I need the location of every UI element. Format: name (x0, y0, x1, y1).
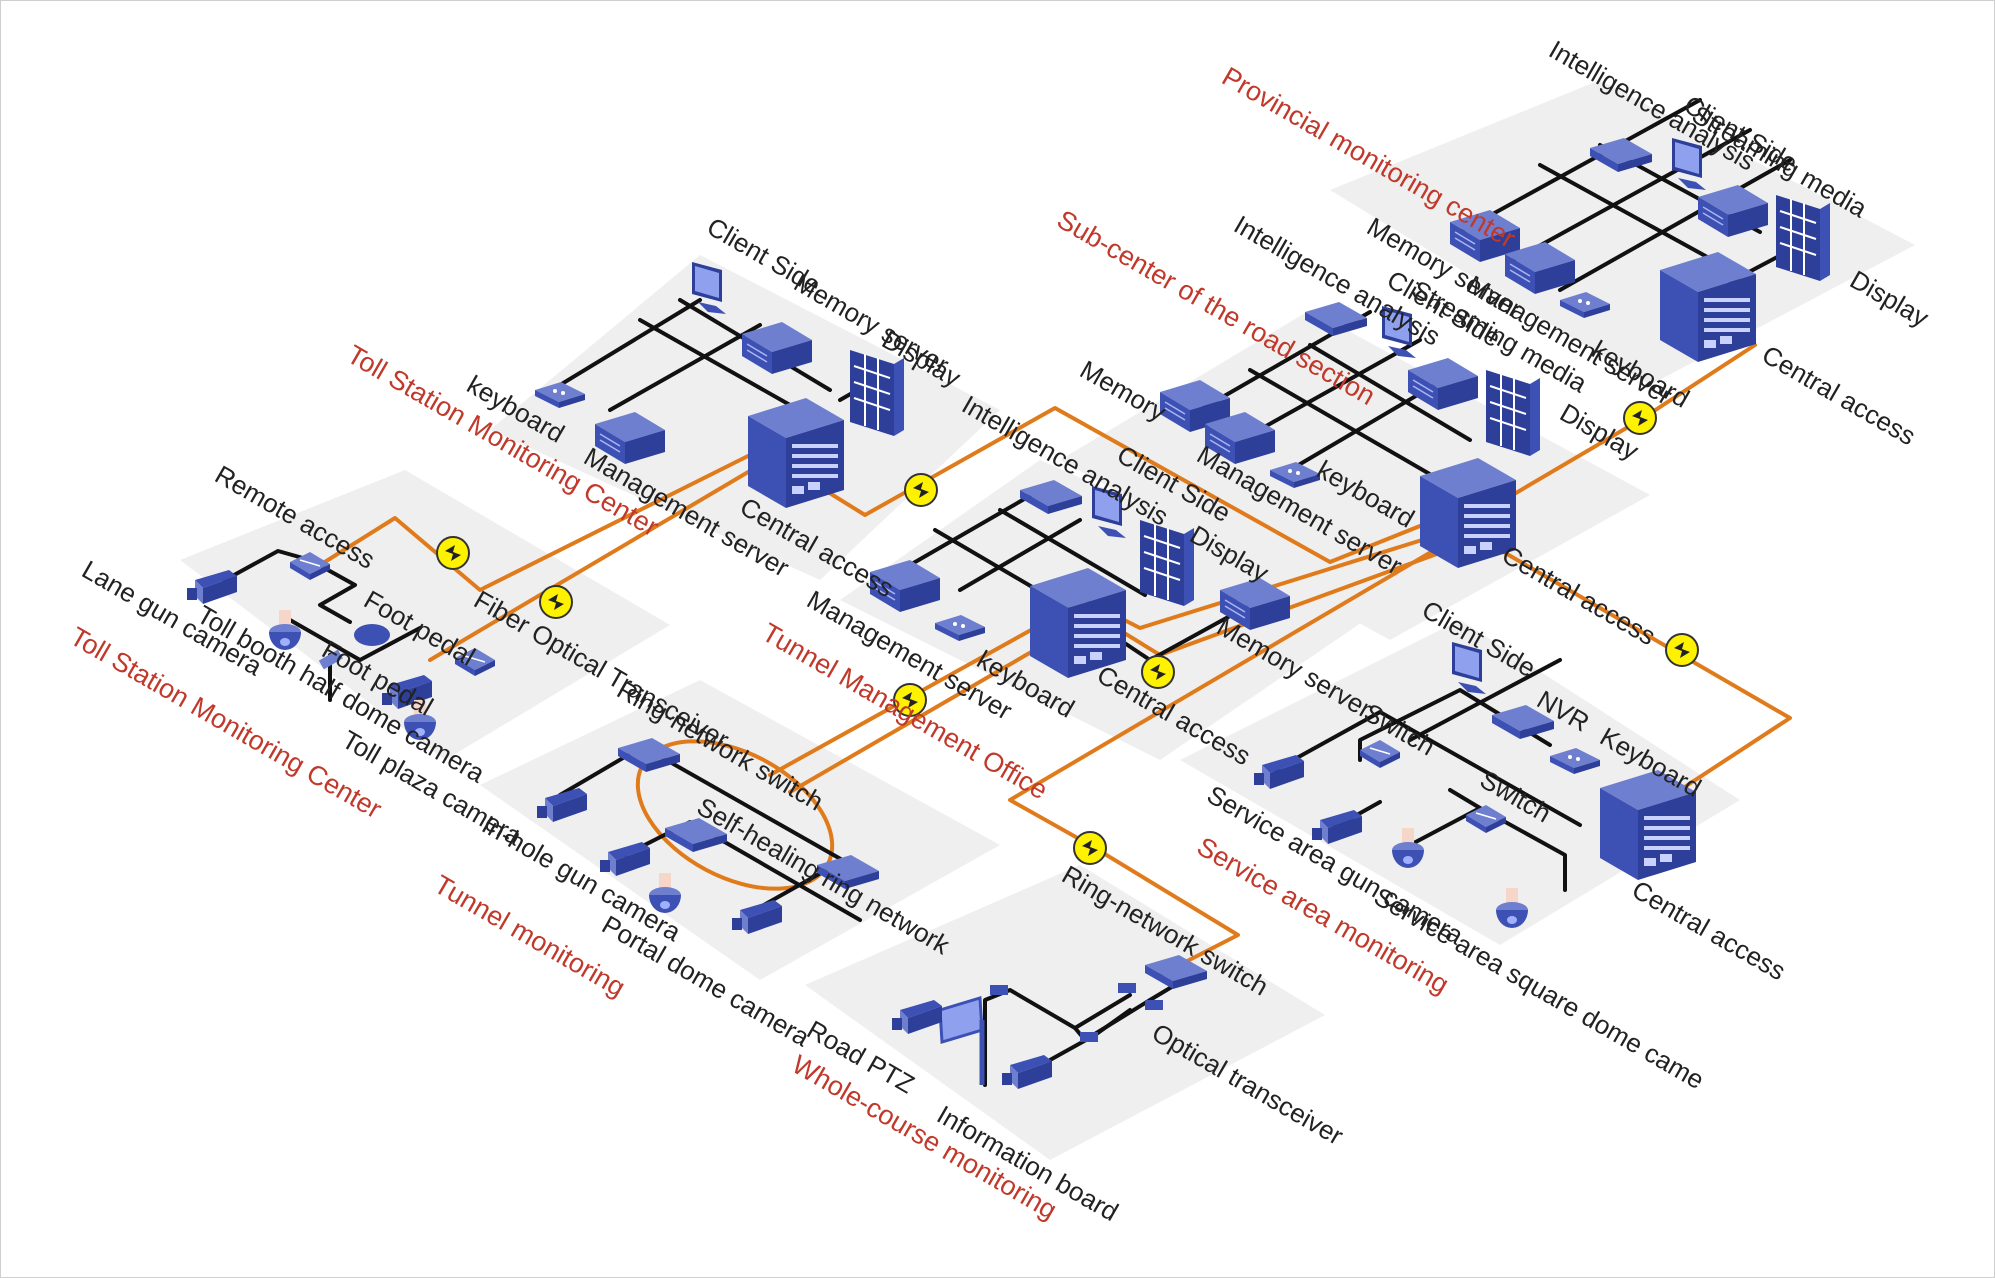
lightning-bolt-icon (1623, 401, 1657, 435)
optical-transceiver-icon-2 (1118, 983, 1136, 993)
display-wall (1139, 519, 1195, 607)
central-access-cabinet (1660, 252, 1756, 362)
lightning-bolt-icon (539, 585, 573, 619)
central-access-cabinet (1420, 458, 1516, 568)
optical-transceiver-icon (990, 985, 1008, 995)
display-wall (1775, 194, 1831, 282)
display-wall (1485, 369, 1541, 457)
lightning-bolt-icon (1665, 633, 1699, 667)
lane-gun-camera-icon (187, 570, 237, 604)
label-prov-display: Display (1845, 264, 1934, 333)
plane-provincial (1330, 80, 1915, 385)
central-access-cabinet (748, 398, 844, 508)
zone-planes (180, 80, 1915, 1160)
whole-course-devices (892, 955, 1207, 1089)
label-prov-central: Central access (1757, 339, 1921, 451)
lightning-bolt-icon (1073, 831, 1107, 865)
plane-whole-course (805, 865, 1325, 1160)
label-svc-central: Central access (1627, 874, 1791, 986)
display-wall (849, 349, 905, 437)
plane-toll-station (180, 470, 670, 760)
optical-transceiver-icon-4 (1080, 1032, 1098, 1042)
plane-toll-center (490, 255, 1000, 580)
toll-station-devices (187, 551, 496, 740)
fiber-tunnel-ring (788, 538, 1477, 794)
plane-service (1180, 620, 1740, 945)
label-sub-central: Central access (1497, 539, 1661, 651)
lightning-bolt-icon (436, 536, 470, 570)
label-sub-memory: Memory (1075, 354, 1171, 427)
foot-pedal-icon-2 (318, 649, 343, 670)
optical-transceiver-icon-3 (1145, 1000, 1163, 1010)
fiber-toll-station (428, 463, 762, 662)
foot-pedal-icon (354, 624, 390, 646)
fiber-sub-to-service (1498, 548, 1792, 792)
lightning-bolt-icon (904, 473, 938, 507)
plane-tunnel (480, 680, 1000, 980)
